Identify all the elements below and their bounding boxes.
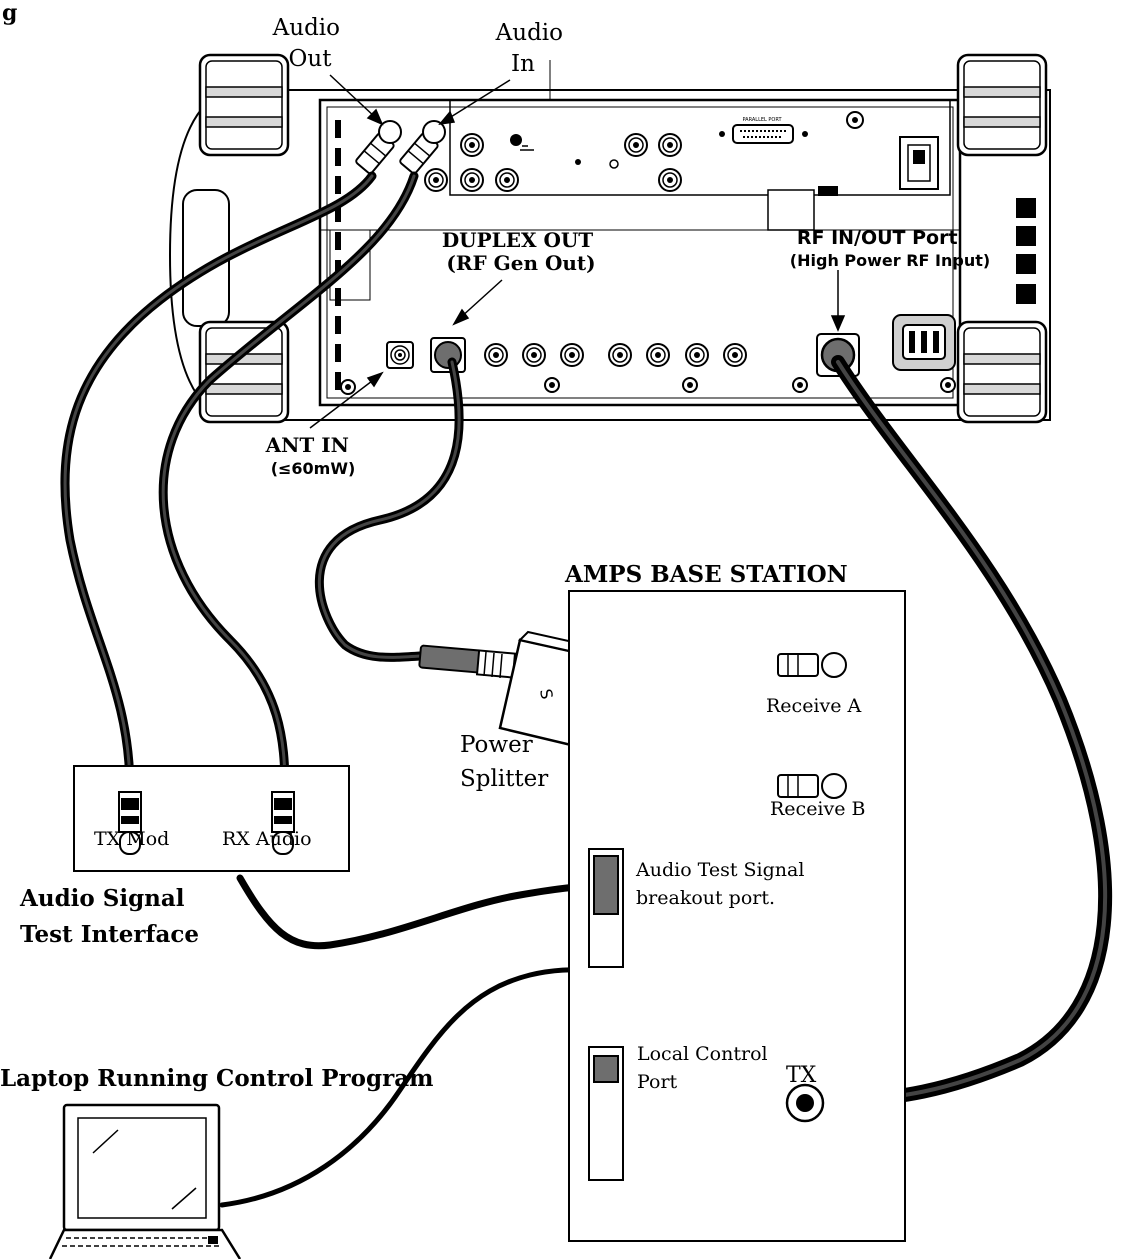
figure-heading: g [2,0,17,26]
ant-in-label: ANT IN (≤60mW) [265,433,356,478]
audio-interface-label: Audio Signal Test Interface [19,885,199,948]
ac-power-inlet [892,314,956,371]
local-control-port [588,1046,624,1181]
audio-in-label: Audio In [495,20,571,77]
audio-test-interface [73,765,350,872]
bnc-connector [460,168,484,192]
bnc-connector [495,168,519,192]
bnc-connector [624,133,648,157]
bnc-connector [723,343,747,367]
rx-audio-label: RX Audio [222,828,312,850]
bnc-connector [522,343,546,367]
ground-terminal-icon [510,134,534,151]
instrument-rear-panel: PARALLEL PORT [168,53,1051,424]
receive-a-label: Receive A [766,695,862,717]
receive-a-connector [777,652,847,678]
bnc-connector [685,343,709,367]
base-station-title: AMPS BASE STATION [564,561,848,588]
rf-in-out-label: RF IN/OUT Port (High Power RF Input) [790,227,990,270]
tx-connector [785,1083,825,1123]
parallel-port: PARALLEL PORT [719,117,808,144]
audio-out-label: Audio Out [272,15,348,72]
bnc-connector [484,343,508,367]
bnc-connector [460,133,484,157]
svg-text:PARALLEL PORT: PARALLEL PORT [742,117,782,123]
audio-breakout-port [588,848,624,968]
audio-breakout-label: Audio Test Signal breakout port. [635,859,811,909]
laptop-label: Laptop Running Control Program [0,1065,433,1092]
ant-in-connector [386,341,414,369]
audio-breakout-cable [236,874,599,950]
bnc-connector [658,168,682,192]
power-splitter-label: Power Splitter [460,732,548,792]
svg-text:S: S [536,687,556,700]
tx-mod-connector [118,791,142,855]
rx-audio-connector [271,791,295,855]
bnc-connector [424,168,448,192]
bnc-connector [560,343,584,367]
bnc-connector [658,133,682,157]
label-arrows [309,74,846,429]
duplex-out-port [430,337,466,373]
tx-label: TX [786,1063,817,1088]
control-cable [219,967,603,1208]
receive-b-label: Receive B [770,798,866,820]
duplex-out-label: DUPLEX OUT (RF Gen Out) [442,228,600,275]
bnc-connector [608,343,632,367]
receive-b-connector [777,773,847,799]
laptop-icon [48,1103,242,1259]
amps-base-station [568,590,906,1242]
tx-mod-label: TX Mod [94,828,169,850]
local-control-label: Local Control Port [637,1043,774,1093]
bnc-connector [646,343,670,367]
splitter-input-plug [418,644,517,679]
